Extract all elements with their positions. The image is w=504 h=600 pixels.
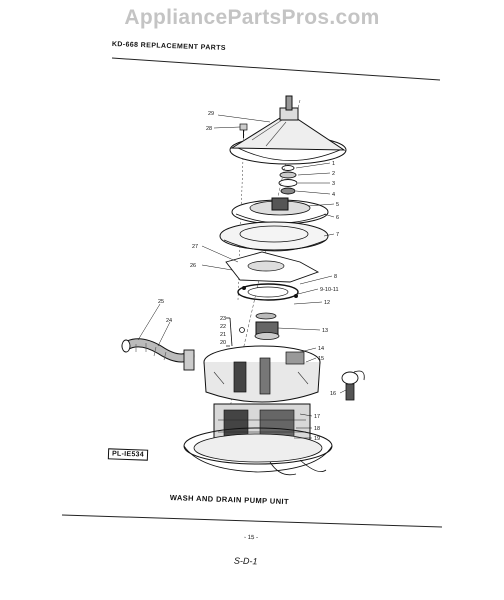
callout-23: 23 — [220, 316, 226, 322]
part-plate — [219, 221, 329, 252]
callout-5: 5 — [336, 202, 339, 208]
part-switch — [341, 370, 365, 401]
callout-29: 29 — [208, 111, 214, 117]
footer-rule — [61, 514, 443, 528]
part-gasket — [225, 251, 320, 283]
part-cover-cone — [229, 95, 347, 165]
part-drain-hose — [121, 338, 195, 371]
part-shaft-seal — [254, 312, 280, 340]
leader-lines — [137, 114, 347, 439]
callout-26: 26 — [190, 263, 196, 269]
part-seal-ring — [237, 283, 299, 301]
watermark: AppliancePartsPros.com — [124, 6, 380, 29]
header-rule — [111, 57, 441, 81]
callout-27: 27 — [192, 244, 198, 250]
callout-9-10-11: 9-10-11 — [320, 287, 339, 293]
part-pump-housing — [203, 345, 321, 403]
part-impeller — [231, 197, 329, 225]
callout-2: 2 — [332, 171, 335, 177]
callout-25: 25 — [158, 299, 164, 305]
part-small-rings — [278, 165, 298, 195]
callout-1: 1 — [332, 161, 335, 167]
callout-22: 22 — [220, 324, 226, 330]
callout-18: 18 — [314, 426, 320, 432]
callout-20: 20 — [220, 340, 226, 346]
callout-17: 17 — [314, 414, 320, 420]
part-base-ring — [183, 427, 333, 476]
figure-code-box: PL-IE534 — [107, 448, 149, 461]
callout-3: 3 — [332, 181, 335, 187]
callout-24: 24 — [166, 318, 172, 324]
page-code: S-D-1 — [233, 555, 258, 567]
part-screw — [239, 123, 248, 138]
callout-4: 4 — [332, 192, 335, 198]
callout-6: 6 — [336, 215, 339, 221]
page-number: - 15 - — [243, 534, 259, 542]
callout-13: 13 — [322, 328, 328, 334]
callout-15: 15 — [318, 356, 324, 362]
part-small-fasteners — [226, 317, 245, 347]
callout-8: 8 — [334, 274, 337, 280]
callout-12: 12 — [324, 300, 330, 306]
callout-19: 19 — [314, 436, 320, 442]
callout-7: 7 — [336, 232, 339, 238]
callout-16: 16 — [330, 391, 336, 397]
callout-14: 14 — [318, 346, 324, 352]
callout-21: 21 — [220, 332, 226, 338]
callout-28: 28 — [206, 126, 212, 132]
